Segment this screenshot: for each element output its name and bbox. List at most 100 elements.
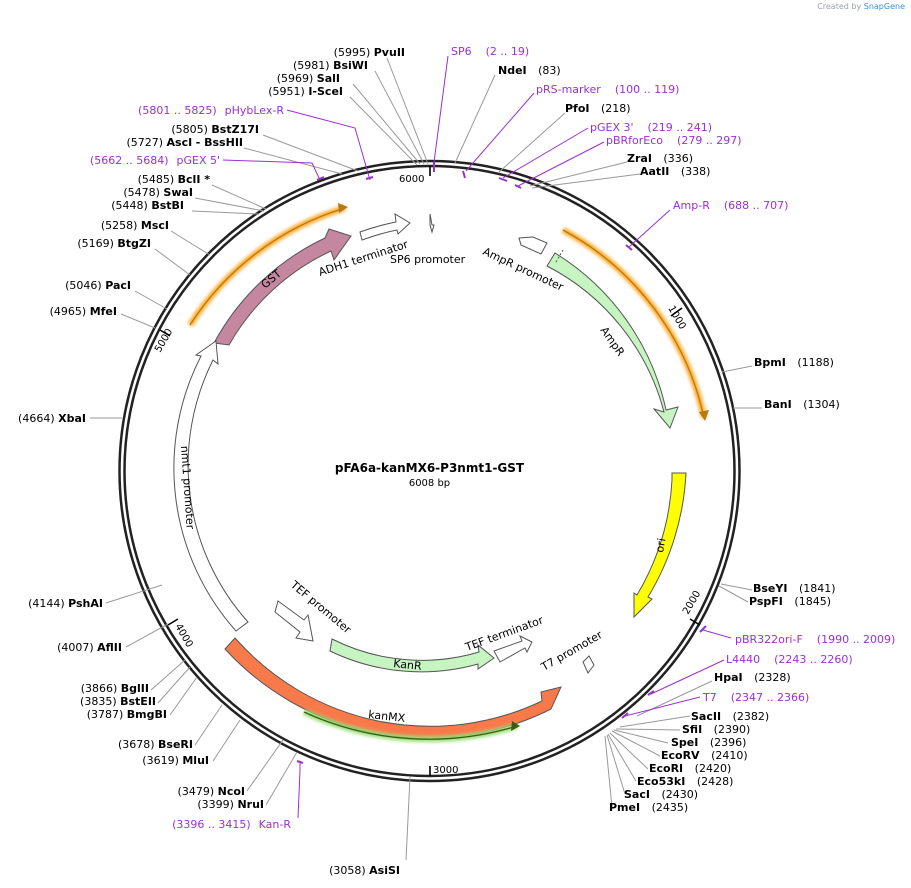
feature-gst: [213, 228, 352, 346]
site-btgzi-name: BtgZI: [117, 237, 151, 250]
site-i-scei: (5951) I-SceI: [268, 85, 343, 98]
site-bcli: (5485) BclI *: [138, 173, 211, 186]
site-bseyi: BseYI (1841): [753, 582, 836, 595]
label-nmt1-promoter: nmt1 promoter: [178, 445, 197, 530]
site-pfoi: PfoI (218): [565, 102, 631, 115]
leader-phyblex: [286, 109, 371, 181]
site-mfei-pos: (4965): [50, 305, 87, 318]
site-btgzi-pos: (5169): [77, 237, 114, 250]
site-bsteii-pos: (3835): [80, 695, 117, 708]
leader-sacii: [619, 715, 691, 728]
site-sali-pos: (5969): [277, 72, 314, 85]
site-sacii-name: SacII: [691, 710, 721, 723]
feature-ori: [633, 472, 687, 619]
site-msci-pos: (5258): [101, 219, 138, 232]
primer-pgex3-name: pGEX 3': [590, 121, 634, 134]
site-pmei-pos: (2435): [652, 801, 689, 814]
site-ndei-name: NdeI: [498, 64, 527, 77]
leader-paci: [134, 290, 168, 310]
leader-prs: [465, 92, 535, 172]
primer-mark-prs: [462, 170, 466, 179]
site-bmgbi-pos: (3787): [87, 708, 124, 721]
leader-saci: [606, 734, 626, 795]
site-afliii: (4007) AflII: [57, 641, 122, 654]
orf-line-top-left: [189, 207, 346, 326]
leader-l4440: [650, 659, 725, 695]
site-hpai: HpaI (2328): [714, 671, 791, 684]
primer-sp6-name: SP6: [451, 45, 472, 58]
site-bpmi: BpmI (1188): [754, 356, 834, 369]
primer-phyblex-r-range: (5801 .. 5825): [138, 104, 217, 117]
primer-pbrforeco-name: pBRforEco: [606, 134, 663, 147]
site-saci-pos: (2430): [661, 788, 698, 801]
site-aatii-pos: (338): [681, 165, 711, 178]
site-nrui: (3399) NruI: [197, 798, 264, 811]
orf-line-kanmx: [303, 711, 518, 740]
site-zrai: ZraI (336): [627, 152, 693, 165]
site-btgzi: (5169) BtgZI: [77, 237, 151, 250]
leader-msci: [170, 230, 211, 256]
leader-pbr322ori: [702, 629, 732, 639]
leader-pfoi: [497, 112, 566, 174]
site-pvuii-pos: (5995): [334, 46, 371, 59]
leader-nrui: [265, 751, 298, 806]
leader-pvuii: [386, 57, 429, 165]
site-afliii-pos: (4007): [57, 641, 94, 654]
leader-pbrforeco: [517, 141, 605, 187]
site-paci-name: PacI: [105, 279, 131, 292]
leader-bseyi: [720, 583, 753, 591]
tick-label-6000: 6000: [399, 174, 424, 185]
site-asci-name: AscI: [167, 136, 193, 149]
primer-prs-marker-name: pRS-marker: [536, 83, 601, 96]
feature-kanr: [329, 638, 495, 673]
primer-sp6: SP6(2 .. 19): [451, 45, 529, 58]
site-bseri-pos: (3678): [118, 738, 155, 751]
site-ecori: EcoRI (2420): [649, 762, 731, 775]
primer-amp-r: Amp-R(688 .. 707): [673, 199, 788, 212]
primer-pgex3-range: (219 .. 241): [648, 121, 713, 134]
leader-bsiwi: [374, 70, 425, 165]
primer-kan-r: (3396 .. 3415)Kan-R: [172, 818, 291, 831]
primer-mark-pgex3: [498, 177, 508, 182]
site-ncoi: (3479) NcoI: [178, 785, 245, 798]
primer-kan-r-name: Kan-R: [259, 818, 292, 831]
site-bstbi-name: BstBI: [151, 199, 184, 212]
site-xbai-pos: (4664): [18, 412, 55, 425]
site-pfoi-pos: (218): [601, 102, 631, 115]
site-pspfi-pos: (1845): [794, 595, 831, 608]
site-ndei: NdeI (83): [498, 64, 561, 77]
site-bstbi: (5448) BstBI: [111, 199, 184, 212]
primer-pgex3: pGEX 3' (219 .. 241): [590, 121, 712, 134]
leader-asci: [243, 147, 343, 175]
site-bstz17i-name: BstZ17I: [211, 123, 259, 136]
tick-1000: [670, 307, 683, 317]
site-pshai: (4144) PshAI: [28, 597, 103, 610]
primer-pgex5: (5662 .. 5684)pGEX 5': [90, 154, 220, 167]
primer-pbr322ori-f-range: (1990 .. 2009): [817, 633, 896, 646]
leader-zrai: [529, 161, 628, 187]
primer-pbrforeco-range: (279 .. 297): [677, 134, 742, 147]
site-pmei: PmeI (2435): [609, 801, 688, 814]
site-asci-bsshii: (5727) AscI - BssHII: [126, 136, 243, 149]
site-ecorv-pos: (2410): [711, 749, 748, 762]
site-zrai-name: ZraI: [627, 152, 652, 165]
site-pmei-name: PmeI: [609, 801, 640, 814]
site-pfoi-name: PfoI: [565, 102, 590, 115]
site-i-scei-pos: (5951): [268, 85, 305, 98]
leader-aatii: [531, 173, 641, 189]
snapgene-credit: Created by SnapGene: [817, 2, 905, 11]
site-asisi-name: AsiSI: [369, 864, 400, 877]
site-xbai: (4664) XbaI: [18, 412, 86, 425]
tick-label-3000: 3000: [433, 765, 458, 776]
site-eco53ki: Eco53kI (2428): [637, 775, 733, 788]
primer-pbrforeco: pBRforEco (279 .. 297): [606, 134, 742, 147]
leader-pmei: [604, 735, 613, 808]
primer-pgex5-name: pGEX 5': [176, 154, 220, 167]
primer-t7: T7(2347 .. 2366): [702, 691, 809, 704]
site-bsiwi-name: BsiWI: [333, 59, 368, 72]
site-i-scei-name: I-SceI: [308, 85, 343, 98]
leader-sp6: [433, 55, 449, 163]
primer-t7-name: T7: [702, 691, 717, 704]
site-aatii: AatII (338): [640, 165, 710, 178]
feature-tef-terminator: [493, 634, 533, 663]
